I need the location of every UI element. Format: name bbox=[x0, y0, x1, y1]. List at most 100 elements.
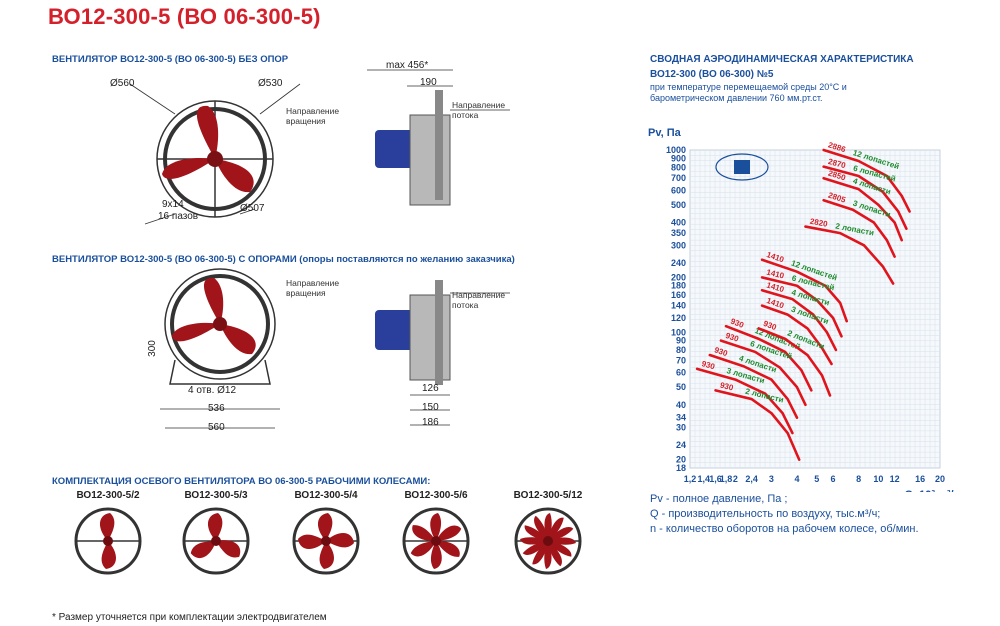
certification-badge-icon bbox=[715, 153, 769, 181]
curve-rpm-label: 930 bbox=[719, 381, 735, 393]
legend-pv: Pv - полное давление, Па ; bbox=[650, 493, 788, 505]
impeller-blade bbox=[548, 541, 572, 557]
y-tick-label: 140 bbox=[671, 301, 686, 311]
y-tick-label: 40 bbox=[676, 400, 686, 410]
front-view-drawing bbox=[129, 83, 301, 225]
y-tick-label: 18 bbox=[676, 463, 686, 473]
flow-label-2: Направление потока bbox=[452, 290, 506, 310]
x-axis-title: Q, 10³·м³/ч bbox=[905, 489, 960, 492]
chart-heading: СВОДНАЯ АЭРОДИНАМИЧЕСКАЯ ХАРАКТЕРИСТИКА bbox=[650, 54, 914, 65]
y-tick-label: 300 bbox=[671, 240, 686, 250]
section1-heading: ВЕНТИЛЯТОР ВО12-300-5 (ВО 06-300-5) БЕЗ … bbox=[52, 54, 289, 65]
chart-sub-2: барометрическом давлении 760 мм.рт.ст. bbox=[650, 93, 823, 103]
curve-1410 bbox=[760, 276, 843, 338]
curve-2886 bbox=[822, 148, 911, 213]
impeller-blade bbox=[216, 540, 241, 558]
y-tick-label: 1000 bbox=[666, 145, 686, 155]
y-tick-label: 180 bbox=[671, 281, 686, 291]
impeller-blade bbox=[532, 541, 548, 565]
variant-6: ВО12-300-5/6 bbox=[386, 490, 486, 584]
y-tick-label: 80 bbox=[676, 345, 686, 355]
impeller-blade bbox=[436, 540, 460, 557]
curve-rpm-label: 1410 bbox=[766, 268, 786, 281]
x-tick-label: 6 bbox=[831, 474, 836, 484]
y-tick-label: 34 bbox=[676, 413, 686, 423]
impeller-blade bbox=[548, 527, 574, 541]
page-title: ВО12-300-5 (ВО 06-300-5) bbox=[48, 4, 321, 29]
impeller-blade bbox=[207, 513, 223, 541]
impeller-blade bbox=[522, 541, 548, 555]
curve-rpm-label: 2820 bbox=[809, 217, 829, 229]
impeller-6-icon bbox=[402, 507, 470, 575]
x-tick-label: 5 bbox=[814, 474, 819, 484]
y-tick-label: 90 bbox=[676, 336, 686, 346]
x-tick-label: 10 bbox=[873, 474, 883, 484]
y-tick-label: 600 bbox=[671, 185, 686, 195]
impeller-4-icon bbox=[292, 507, 360, 575]
chart-heading-2: ВО12-300 (ВО 06-300) №5 bbox=[650, 69, 774, 80]
section3-heading: КОМПЛЕКТАЦИЯ ОСЕВОГО ВЕНТИЛЯТОРА ВО 06-3… bbox=[52, 476, 431, 487]
dim-126: 126 bbox=[422, 383, 439, 394]
x-tick-label: 2 bbox=[733, 474, 738, 484]
impeller-blade bbox=[430, 541, 442, 569]
x-tick-label: 12 bbox=[890, 474, 900, 484]
y-tick-label: 160 bbox=[671, 290, 686, 300]
dim-300: 300 bbox=[146, 340, 158, 357]
y-tick-label: 700 bbox=[671, 173, 686, 183]
impeller-blade bbox=[548, 541, 562, 567]
dim-max: max 456* bbox=[386, 60, 429, 71]
curve-930 bbox=[724, 324, 813, 392]
front-view-supports-drawing bbox=[160, 268, 280, 429]
y-tick-label: 350 bbox=[671, 228, 686, 238]
curve-930 bbox=[708, 353, 799, 419]
variant-12: ВО12-300-5/12 bbox=[498, 490, 598, 584]
dim-536: 536 bbox=[208, 403, 225, 414]
dim-d507: Ø507 bbox=[240, 203, 265, 214]
curve-930 bbox=[757, 327, 832, 397]
curve-2870 bbox=[822, 165, 908, 231]
curve-rpm-label: 930 bbox=[713, 345, 729, 358]
impeller-blade bbox=[190, 541, 216, 558]
impeller-blade bbox=[534, 515, 548, 541]
impeller-2-icon bbox=[74, 507, 142, 575]
curve-rpm-label: 930 bbox=[701, 359, 717, 371]
variant-3: ВО12-300-5/3 bbox=[166, 490, 266, 584]
y-tick-label: 400 bbox=[671, 218, 686, 228]
y-tick-label: 24 bbox=[676, 440, 686, 450]
rotation-label: Направление вращения bbox=[286, 106, 340, 126]
y-tick-label: 900 bbox=[671, 153, 686, 163]
curve-1410 bbox=[760, 288, 838, 352]
impeller-blade bbox=[436, 525, 462, 541]
impeller-blade bbox=[298, 534, 326, 549]
flow-label: Направление потока bbox=[452, 100, 506, 120]
x-tick-label: 1,6 bbox=[709, 474, 722, 484]
impeller-blade bbox=[412, 525, 436, 542]
dim-560: 560 bbox=[208, 422, 225, 433]
dim-d560: Ø560 bbox=[110, 78, 135, 89]
impeller-blade bbox=[548, 517, 564, 541]
curve-1410 bbox=[760, 304, 833, 366]
curve-1410 bbox=[760, 258, 849, 323]
impeller-blade bbox=[99, 513, 115, 541]
impeller-blade bbox=[326, 533, 354, 548]
y-tick-label: 70 bbox=[676, 355, 686, 365]
legend-q: Q - производительность по воздуху, тыс.м… bbox=[650, 508, 881, 520]
dim-d530: Ø530 bbox=[258, 78, 283, 89]
dim-190: 190 bbox=[420, 77, 437, 88]
dim-holes-supports: 4 отв. Ø12 bbox=[188, 385, 237, 396]
impeller-blade bbox=[410, 541, 436, 557]
y-tick-label: 240 bbox=[671, 258, 686, 268]
rotation-label-2: Направление вращения bbox=[286, 278, 340, 298]
y-tick-label: 500 bbox=[671, 200, 686, 210]
curve-rpm-label: 930 bbox=[724, 331, 740, 344]
side-view-drawing bbox=[367, 69, 510, 206]
variant-2: ВО12-300-5/2 bbox=[58, 490, 158, 584]
impeller-12-icon bbox=[514, 507, 582, 575]
x-tick-label: 4 bbox=[794, 474, 799, 484]
y-tick-label: 800 bbox=[671, 163, 686, 173]
variants-row: ВО12-300-5/2 ВО12-300-5/3 ВО12-300-5/4 В… bbox=[58, 490, 598, 590]
curve-930 bbox=[719, 339, 807, 407]
curve-930 bbox=[695, 367, 794, 435]
y-axis-title: Pv, Па bbox=[648, 127, 682, 139]
aero-chart: 1000900800700600500400350300240200180160… bbox=[648, 127, 960, 492]
